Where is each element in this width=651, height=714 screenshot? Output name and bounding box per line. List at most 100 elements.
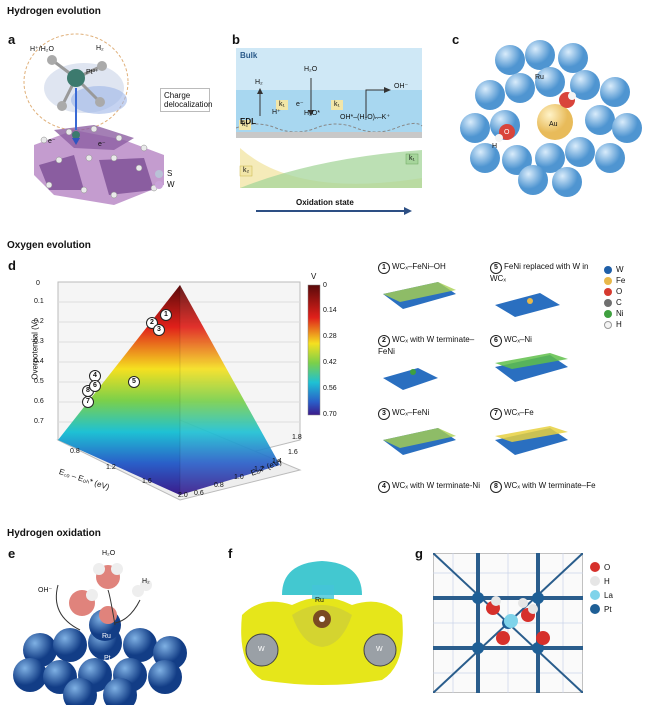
element-legend: W Fe O C Ni H [604, 264, 625, 330]
f-ru-label: Ru [315, 597, 324, 604]
charge-delocalization-box: Charge delocalization [160, 88, 212, 112]
edl-label: EDL [240, 117, 256, 126]
panel-e-illustration [13, 563, 187, 705]
cbar-tick-1: 0.14 [323, 307, 337, 314]
panel-d-chart [56, 281, 321, 501]
d-ytick-6: 0.6 [34, 398, 44, 405]
cbar-tick-5: 0.70 [323, 411, 337, 418]
legend-o: O [604, 286, 625, 297]
d-xtick-1: 1.2 [106, 464, 116, 471]
marker-6: 6 [89, 380, 101, 392]
section-title-hydrogen-oxidation: Hydrogen oxidation [7, 528, 101, 539]
structure-5-image [495, 293, 560, 317]
oxidation-state-label: Oxidation state [296, 198, 354, 207]
label-h2: H₂ [96, 45, 104, 52]
structure-3-image [383, 428, 456, 455]
d-xtick-3: 2.0 [178, 492, 188, 499]
structure-7-image [495, 426, 568, 455]
structure-2-image [383, 368, 438, 390]
d-x2tick-3: 1.2 [254, 466, 264, 473]
b-eminus-label: e⁻ [296, 101, 304, 108]
panel-label-g: g [415, 546, 423, 561]
marker-5: 5 [128, 376, 140, 388]
panel-g-legend: O H La Pt [590, 560, 613, 616]
e-pt-label: Pt [104, 655, 111, 662]
panel-b-illustration [236, 48, 423, 215]
panel-g-illustration [433, 553, 583, 693]
d-x2tick-4: 1.4 [272, 458, 282, 465]
cbar-tick-4: 0.56 [323, 385, 337, 392]
structure-1-image [383, 282, 456, 309]
d-x2tick-1: 0.8 [214, 482, 224, 489]
d-ytick-7: 0.7 [34, 418, 44, 425]
d-ytick-2: 0.2 [34, 318, 44, 325]
legend-g-o: O [590, 560, 613, 574]
legend-item-w: W [155, 179, 175, 190]
e-oh-label: OH⁻ [38, 587, 53, 594]
s-atom-icon [155, 169, 163, 178]
marker-7: 7 [82, 396, 94, 408]
legend-item-s: S [155, 168, 175, 179]
b-h2-label: H₂ [255, 79, 263, 86]
w-atom-icon [155, 180, 163, 189]
legend-h: H [604, 319, 625, 330]
d-ytick-1: 0.1 [34, 298, 44, 305]
e-ru-label: Ru [102, 633, 111, 640]
legend-w: W [604, 264, 625, 275]
b-hplus-label: H⁺ [272, 109, 281, 116]
panel-label-f: f [228, 546, 233, 561]
d-x2tick-5: 1.6 [288, 449, 298, 456]
c-au-label: Au [549, 121, 558, 128]
legend-ni: Ni [604, 308, 625, 319]
section-title-oxygen-evolution: Oxygen evolution [7, 240, 91, 251]
d-ytick-3: 0.3 [34, 338, 44, 345]
panel-label-e: e [8, 546, 16, 561]
d-xtick-0: 0.8 [70, 448, 80, 455]
panel-c-illustration [460, 40, 642, 197]
legend-fe: Fe [604, 275, 625, 286]
b-h2ostar-label: H₂O* [304, 110, 320, 117]
d-ytick-4: 0.4 [34, 358, 44, 365]
section-title-hydrogen-evolution: Hydrogen evolution [7, 6, 101, 17]
panel-label-c: c [452, 32, 460, 47]
h-atom-icon [590, 576, 600, 586]
cbar-tick-3: 0.42 [323, 359, 337, 366]
cbar-title: V [311, 272, 317, 281]
panel-f-illustration [241, 561, 403, 685]
b-h2o-label: H₂O [304, 66, 318, 73]
f-w1-label: W [258, 646, 265, 653]
marker-1: 1 [160, 309, 172, 321]
legend-g-pt: Pt [590, 602, 613, 616]
b-k2b-label: k₂ [243, 167, 250, 174]
label-h-h2o: H⁺/H₂O [30, 46, 54, 53]
fe-atom-icon [604, 276, 612, 285]
d-ylabel: Overpotential (V) [30, 319, 40, 380]
d-x2tick-6: 1.8 [292, 434, 302, 441]
b-k1b-label: k₁ [334, 101, 340, 108]
la-atom-icon [590, 590, 600, 600]
d-x2tick-2: 1.0 [234, 474, 244, 481]
d-x2tick-0: 0.6 [194, 490, 204, 497]
ni-atom-icon [604, 309, 612, 318]
panel-label-b: b [232, 32, 240, 47]
w-atom-icon [604, 265, 612, 274]
panel-label-d: d [8, 258, 16, 273]
b-k2-label: k₂ [242, 121, 249, 128]
label-e1: e⁻ [48, 138, 56, 145]
b-oh-label: OH⁻ [394, 83, 409, 90]
bulk-label: Bulk [240, 51, 258, 60]
c-o-label: O [504, 129, 510, 136]
panel-label-a: a [8, 32, 16, 47]
cbar-tick-0: 0 [323, 282, 327, 289]
structure-6-image [495, 353, 568, 382]
e-h2-label: H₂ [142, 578, 150, 585]
panel-a-legend: S W [155, 168, 175, 190]
h-atom-icon [604, 320, 612, 329]
